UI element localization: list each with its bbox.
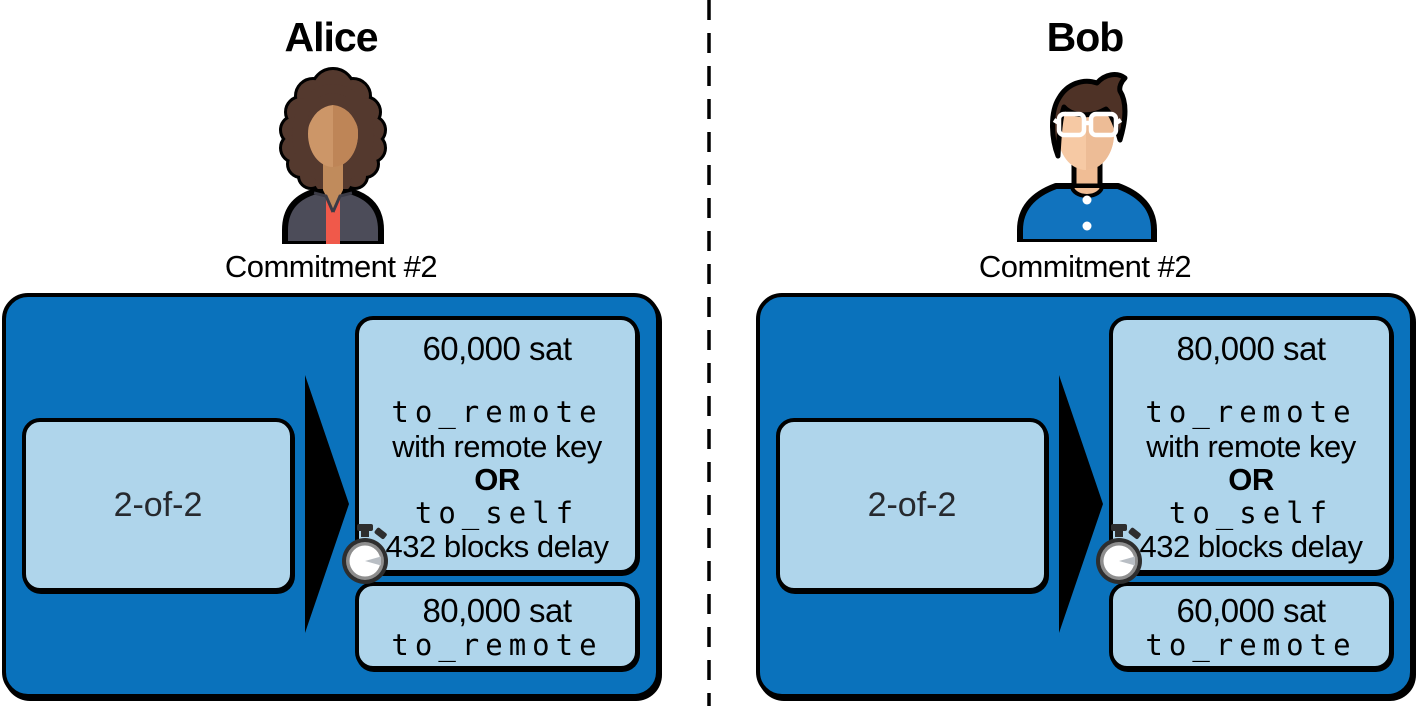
alice-neck	[323, 156, 343, 210]
alice-panel: Alice	[0, 0, 709, 706]
bob-delayed-output-box: 80,000 sat to_remote with remote key OR …	[1109, 316, 1393, 574]
script-or: OR	[474, 462, 520, 497]
alice-commitment-label: Commitment #2	[224, 249, 438, 284]
bob-delayed-output-script: to_remote with remote key OR to_self 432…	[1113, 395, 1389, 564]
script-blocks-delay: 432 blocks delay	[385, 529, 609, 564]
alice-funding-label: 2-of-2	[113, 485, 203, 524]
bob-simple-output-amount: 60,000 sat	[1176, 592, 1326, 629]
script-to-self: to_self	[1168, 495, 1334, 530]
script-to-remote: to_remote	[1145, 628, 1357, 662]
stopwatch-icon	[342, 524, 388, 584]
bob-glasses	[1052, 111, 1123, 138]
alice-delayed-output-box: 60,000 sat to_remote with remote key OR …	[355, 316, 639, 574]
alice-shirt	[326, 196, 340, 244]
stopwatch-icon	[1096, 524, 1142, 584]
alice-delayed-output-script: to_remote with remote key OR to_self 432…	[359, 395, 635, 564]
alice-commitment-tx-box: 2-of-2 60,000 sat to_remote with remote …	[2, 293, 660, 698]
alice-title: Alice	[284, 14, 379, 60]
alice-funding-input-box: 2-of-2	[22, 418, 294, 592]
script-with-remote-key: with remote key	[392, 428, 602, 464]
bob-avatar-icon	[1017, 72, 1157, 242]
center-divider	[707, 0, 711, 706]
bob-commitment-tx-box: 2-of-2 80,000 sat to_remote with remote …	[756, 293, 1414, 698]
bob-title: Bob	[1046, 14, 1125, 60]
arrow-right-icon	[305, 375, 349, 633]
bob-panel: Bob Commitment #2	[709, 0, 1418, 706]
alice-delayed-output-amount: 60,000 sat	[422, 330, 572, 367]
script-to-self: to_self	[414, 495, 580, 530]
alice-simple-output-box: 80,000 sat to_remote	[355, 582, 639, 670]
bob-shirt-button	[1082, 221, 1092, 231]
bob-simple-output-box: 60,000 sat to_remote	[1109, 582, 1393, 670]
bob-shirt	[1017, 183, 1157, 242]
script-to-remote: to_remote	[391, 628, 603, 662]
script-to-remote: to_remote	[391, 395, 603, 429]
script-blocks-delay: 432 blocks delay	[1139, 529, 1363, 564]
bob-delayed-output-amount: 80,000 sat	[1176, 330, 1326, 367]
bob-shirt-button	[1082, 195, 1092, 205]
arrow-right-icon	[1059, 375, 1103, 633]
alice-simple-output-amount: 80,000 sat	[422, 592, 572, 629]
bob-commitment-label: Commitment #2	[978, 249, 1192, 284]
script-with-remote-key: with remote key	[1146, 428, 1356, 464]
bob-funding-input-box: 2-of-2	[776, 418, 1048, 592]
bob-funding-label: 2-of-2	[867, 485, 957, 524]
alice-avatar-icon	[279, 67, 387, 244]
script-to-remote: to_remote	[1145, 395, 1357, 429]
script-or: OR	[1228, 462, 1274, 497]
